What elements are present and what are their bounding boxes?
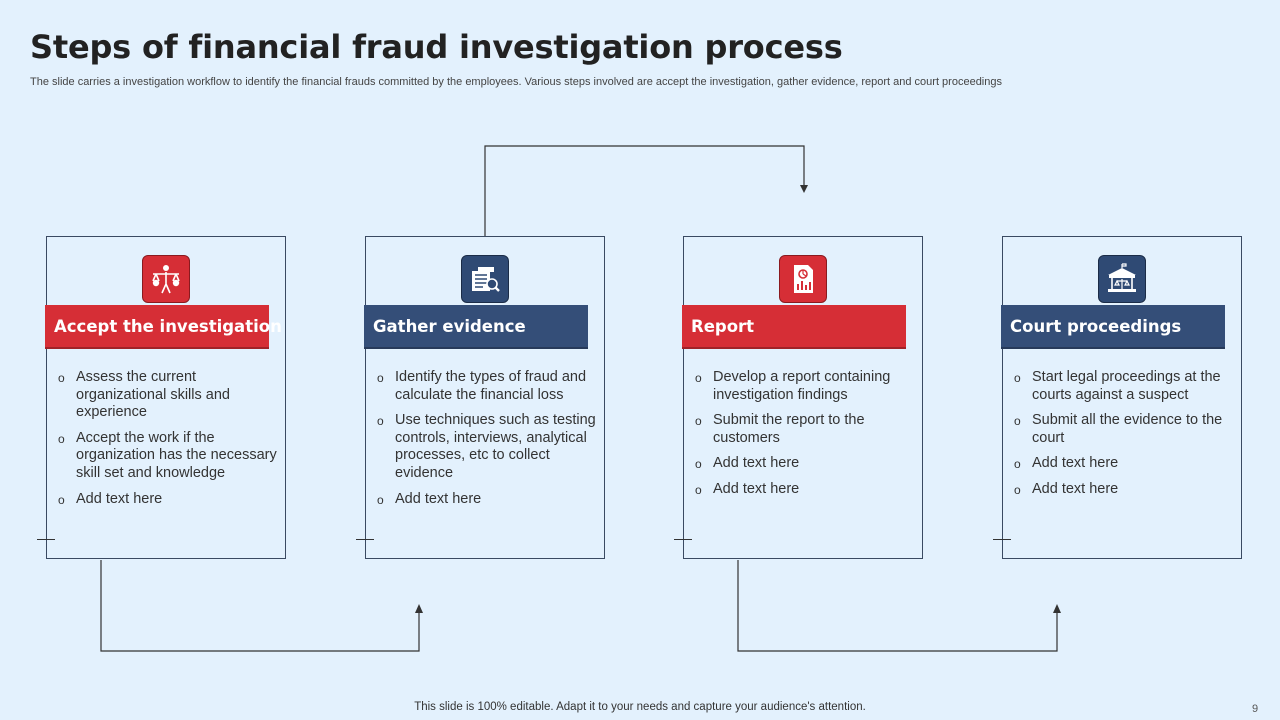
bullet-circle: o [58,492,65,507]
bullet-circle: o [695,482,702,497]
step-heading: Gather evidence [364,305,588,349]
bullet-circle: o [1014,371,1021,385]
arrowhead-step2 [415,604,423,613]
arrowhead-step3 [800,185,808,193]
bullet-circle: o [377,414,384,429]
step-heading: Court proceedings [1001,305,1225,349]
step-icon-box [461,255,509,303]
slide-title: Steps of financial fraud investigation p… [30,28,843,66]
bullet-circle: o [377,371,384,385]
evidence-search-icon [472,267,500,292]
report-document-icon [794,265,813,293]
bullet-circle: o [1014,482,1021,497]
bullet-circle: o [58,371,65,385]
step-icon-box [1098,255,1146,303]
justice-person-icon [152,265,180,294]
bullet-circle: o [695,371,702,385]
arrowhead-step4 [1053,604,1061,613]
connector-step2-to-step3 [484,145,805,236]
courthouse-icon [1108,263,1136,292]
card-tick-mark [356,539,374,540]
step-icon-box [142,255,190,303]
bullet-circle: o [58,431,65,446]
connector-step3-to-step4 [737,560,1058,652]
card-tick-mark [674,539,692,540]
bullet-circle: o [695,414,702,429]
bullet-circle: o [377,492,384,507]
bullet-circle: o [695,457,702,472]
page-number: 9 [1252,703,1259,715]
bullet-circle: o [1014,414,1021,429]
step-icon-box [779,255,827,303]
step-heading: Report [682,305,906,349]
card-tick-mark [37,539,55,540]
bullet-circle: o [1014,457,1021,472]
step-heading: Accept the investigation [45,305,282,349]
connector-step1-to-step2 [100,560,420,652]
slide-footer: This slide is 100% editable. Adapt it to… [414,701,866,713]
card-tick-mark [993,539,1011,540]
slide-subtitle: The slide carries a investigation workfl… [30,76,1002,88]
